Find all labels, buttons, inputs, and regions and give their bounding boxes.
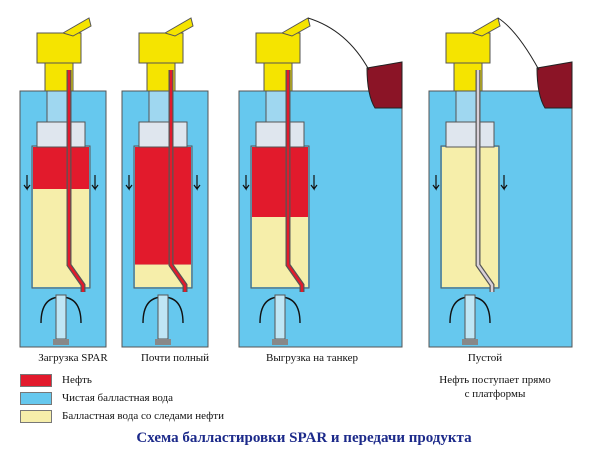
- hull-void: [445, 121, 495, 148]
- oily-ballast-level: [33, 189, 89, 287]
- loading-boom: [470, 17, 501, 37]
- oily-ballast-level: [442, 147, 498, 287]
- oil-level: [252, 147, 308, 217]
- hull-void: [138, 121, 188, 148]
- flow-arrow: [432, 175, 440, 191]
- legend-label-clean-water: Чистая балластная вода: [62, 392, 174, 404]
- topside-deck: [36, 32, 82, 64]
- flow-arrow: [500, 175, 508, 191]
- hawser-line: [497, 17, 540, 71]
- legend-oil: Нефть: [20, 373, 92, 387]
- caption-unloading: Выгрузка на танкер: [266, 352, 358, 364]
- loading-boom: [163, 17, 194, 37]
- caption-almost-full: Почти полный: [140, 352, 210, 364]
- riser-pipe: [67, 70, 85, 292]
- note-line-2: с платформы: [464, 388, 526, 400]
- flow-arrow: [310, 175, 318, 191]
- oily-ballast-level: [252, 217, 308, 287]
- inlet-stem: [55, 294, 67, 340]
- topside-deck: [138, 32, 184, 64]
- riser-pipe: [169, 70, 187, 292]
- flow-arrow: [193, 175, 201, 191]
- hawser-line: [307, 17, 370, 71]
- note-line-1: Нефть поступает прямо: [439, 374, 551, 386]
- topside-deck: [445, 32, 491, 64]
- riser-pipe: [476, 70, 494, 292]
- flow-arrow: [91, 175, 99, 191]
- note-direct-from-platform: Нефть поступает прямо с платформы: [410, 373, 580, 401]
- diagram-title: Схема балластировки SPAR и передачи прод…: [136, 430, 472, 446]
- oil-level: [135, 147, 191, 265]
- legend-swatch-oil: [20, 373, 52, 387]
- loading-boom: [280, 17, 311, 37]
- loading-boom: [61, 17, 92, 37]
- shuttle-tanker: [366, 61, 403, 109]
- flow-arrow: [125, 175, 133, 191]
- inlet-base: [155, 339, 171, 345]
- oil-level: [33, 147, 89, 189]
- inlet-base: [53, 339, 69, 345]
- inlet-stem: [157, 294, 169, 340]
- caption-loading: Загрузка SPAR: [38, 352, 108, 364]
- inlet-stem: [274, 294, 286, 340]
- caption-empty: Пустой: [467, 352, 503, 364]
- shuttle-tanker: [536, 61, 573, 109]
- legend-label-oil: Нефть: [62, 374, 92, 386]
- inlet-base: [272, 339, 288, 345]
- legend-clean-water: Чистая балластная вода: [20, 391, 173, 405]
- spar-panel-empty: [428, 17, 573, 348]
- spar-panel-full: [121, 17, 209, 348]
- inlet-stem: [464, 294, 476, 340]
- legend-label-oily-water: Балластная вода со следами нефти: [62, 410, 224, 422]
- inlet-base: [462, 339, 478, 345]
- hull-void: [255, 121, 305, 148]
- legend-swatch-oily-water: [20, 409, 52, 423]
- spar-panel-loading: [19, 17, 107, 348]
- flow-arrow: [242, 175, 250, 191]
- topside-deck: [255, 32, 301, 64]
- legend-oily-water: Балластная вода со следами нефти: [20, 409, 224, 423]
- riser-pipe: [286, 70, 304, 292]
- legend-swatch-clean-water: [20, 391, 52, 405]
- hull-void: [36, 121, 86, 148]
- spar-panel-unloading: [238, 17, 403, 348]
- flow-arrow: [23, 175, 31, 191]
